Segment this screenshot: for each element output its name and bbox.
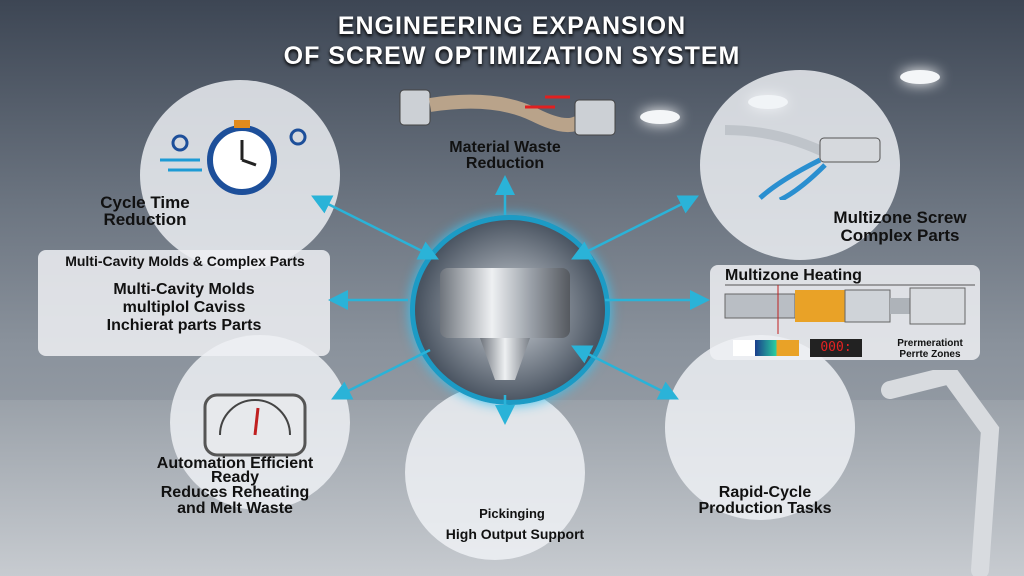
automation-label-2: Ready [210, 469, 260, 486]
arrow-rapid-cycle [571, 345, 679, 400]
high-output-label: High Output Support [445, 526, 585, 542]
multi-cavity-header: Multi-Cavity Molds & Complex Parts [65, 253, 305, 269]
extruder-icon [399, 89, 616, 136]
stopwatch-icon [160, 120, 307, 195]
automation-label-3: Reduces Reheating [160, 484, 310, 501]
rapid-cycle-label-2: Production Tasks [698, 500, 832, 517]
screw-water-icon [724, 125, 881, 200]
ceiling-light [900, 70, 940, 84]
material-waste-label-1: Material Waste [449, 139, 561, 156]
robot-arm-icon [881, 370, 1000, 576]
multizone-screw-label-2: Complex Parts [840, 226, 960, 245]
multi-cavity-line-3: Inchierat parts Parts [106, 317, 262, 334]
pickinging-label: Pickinging [479, 506, 545, 521]
screw-barrel-icon [440, 268, 570, 338]
multizone-screw-bubble [700, 70, 900, 260]
title-line-2: OF SCREW OPTIMIZATION SYSTEM [283, 42, 741, 70]
gauge-icon [203, 393, 307, 457]
arrow-automation [331, 348, 431, 400]
rapid-cycle-label-1: Rapid-Cycle [718, 484, 812, 501]
rapid-cycle-bubble [665, 335, 855, 520]
heated-barrel-icon [724, 284, 975, 334]
automation-label-1: Automation Efficient [156, 455, 314, 472]
automation-label-4: and Melt Waste [177, 500, 293, 517]
multi-cavity-line-2: multiplol Caviss [122, 299, 246, 316]
arrow-multizone-screw [571, 195, 699, 260]
cycle-time-label-2: Reduction [103, 210, 187, 229]
multizone-screw-label-1: Multizone Screw [833, 208, 967, 227]
multi-cavity-line-1: Multi-Cavity Molds [113, 281, 255, 298]
cycle-time-label-1: Cycle Time [100, 193, 190, 212]
title-line-1: ENGINEERING EXPANSION [337, 12, 687, 40]
arrow-cycle-time [311, 195, 439, 260]
material-waste-label-2: Reduction [465, 155, 545, 172]
temperature-display: 000: [810, 339, 862, 357]
zone-color-swatches [733, 340, 799, 356]
multizone-heating-title: Multizone Heating [725, 267, 862, 284]
heating-zone-label-2: Perrte Zones [899, 349, 961, 360]
heating-zone-label-1: Prermerationt [897, 338, 963, 349]
multi-cavity-box [38, 250, 330, 356]
ceiling-light [640, 110, 680, 124]
